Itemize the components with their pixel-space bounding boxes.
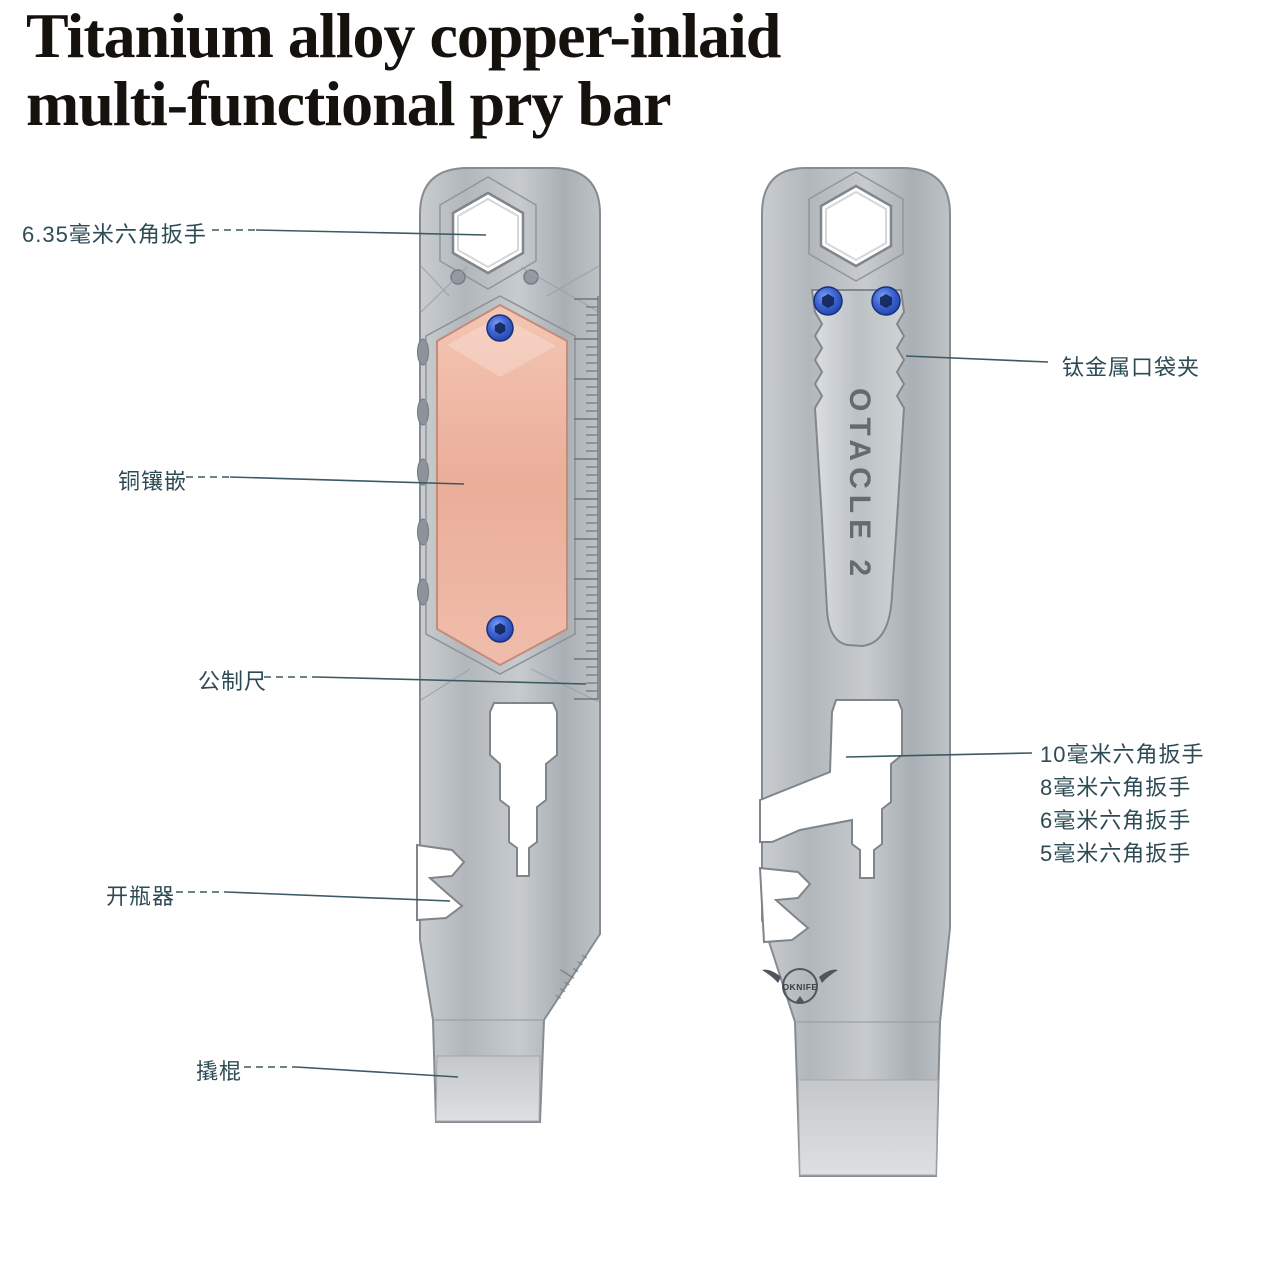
- hex-size-item-10mm: 10毫米六角扳手: [1040, 742, 1205, 767]
- copper-inlay-plate: [436, 304, 568, 666]
- callout-line-clip: [905, 355, 1049, 363]
- tool-back-view: OTACLE 2 OKNIFE: [758, 167, 951, 1177]
- hex-wrench-cutout-back: [819, 184, 893, 268]
- hex-size-item-5mm: 5毫米六角扳手: [1040, 841, 1192, 866]
- callout-bottle-opener-label: 开瓶器: [106, 884, 176, 909]
- hex-cutout-inner-chamfer-back: [825, 190, 887, 262]
- callout-hex-sizes-list: 10毫米六角扳手 8毫米六角扳手 6毫米六角扳手 5毫米六角扳手: [1040, 738, 1204, 870]
- logo-wing-left: [762, 969, 781, 983]
- callout-lines: [176, 229, 1049, 1078]
- callout-pocket-clip-label: 钛金属口袋夹: [1062, 355, 1201, 380]
- logo-wing-right: [819, 969, 838, 983]
- callout-line-hex-sizes: [845, 752, 1033, 758]
- logo-text: OKNIFE: [782, 982, 817, 992]
- tool-front-view: [416, 167, 601, 1123]
- tip-serration-marks: [545, 943, 591, 1002]
- clip-engraving-text: OTACLE 2: [843, 388, 876, 582]
- copper-highlight: [447, 316, 556, 377]
- callout-line-opener: [225, 891, 451, 902]
- brand-logo: OKNIFE: [762, 968, 838, 1004]
- wrench-slot-front: [489, 702, 558, 877]
- wrench-slot-back: [759, 699, 903, 879]
- clip-screw-left: [813, 286, 843, 316]
- callout-line-pry: [295, 1066, 459, 1078]
- hex-frame-engraving-back: [808, 171, 904, 282]
- title-line-2: multi-functional pry bar: [26, 68, 671, 140]
- callout-hex-635-label: 6.35毫米六角扳手: [22, 222, 207, 247]
- callout-line-copper: [229, 476, 465, 485]
- logo-tail: [795, 996, 805, 1003]
- callout-copper-inlay-label: 铜镶嵌: [118, 469, 188, 494]
- pry-tip-bevel-front: [435, 1055, 541, 1122]
- hex-cutout-inner-chamfer-front: [457, 197, 519, 269]
- callout-line-ruler: [315, 676, 587, 685]
- metric-ruler-ticks: [574, 296, 598, 700]
- hex-frame-engraving-front: [439, 176, 537, 290]
- hex-size-item-6mm: 6毫米六角扳手: [1040, 808, 1192, 833]
- pry-tip-bevel-back: [797, 1079, 939, 1176]
- pocket-clip: [810, 289, 906, 648]
- hex-wrench-cutout-635: [451, 191, 525, 275]
- engraved-lines-front: [420, 265, 600, 703]
- hex-size-item-8mm: 8毫米六角扳手: [1040, 775, 1192, 800]
- title-line-1: Titanium alloy copper-inlaid: [26, 0, 781, 71]
- callout-pry-bar-label: 撬棍: [196, 1059, 243, 1084]
- bottle-opener-notch-back: [758, 866, 812, 944]
- callout-metric-ruler-label: 公制尺: [198, 669, 268, 694]
- callout-line-hex-635: [255, 229, 487, 236]
- page-title: Titanium alloy copper-inlaid multi-funct…: [26, 0, 781, 140]
- pin-hole-left: [450, 269, 466, 285]
- anodized-screw-top: [486, 314, 514, 342]
- bottle-opener-notch-front: [416, 843, 466, 922]
- anodized-screw-bottom: [486, 615, 514, 643]
- clip-screw-right: [871, 286, 901, 316]
